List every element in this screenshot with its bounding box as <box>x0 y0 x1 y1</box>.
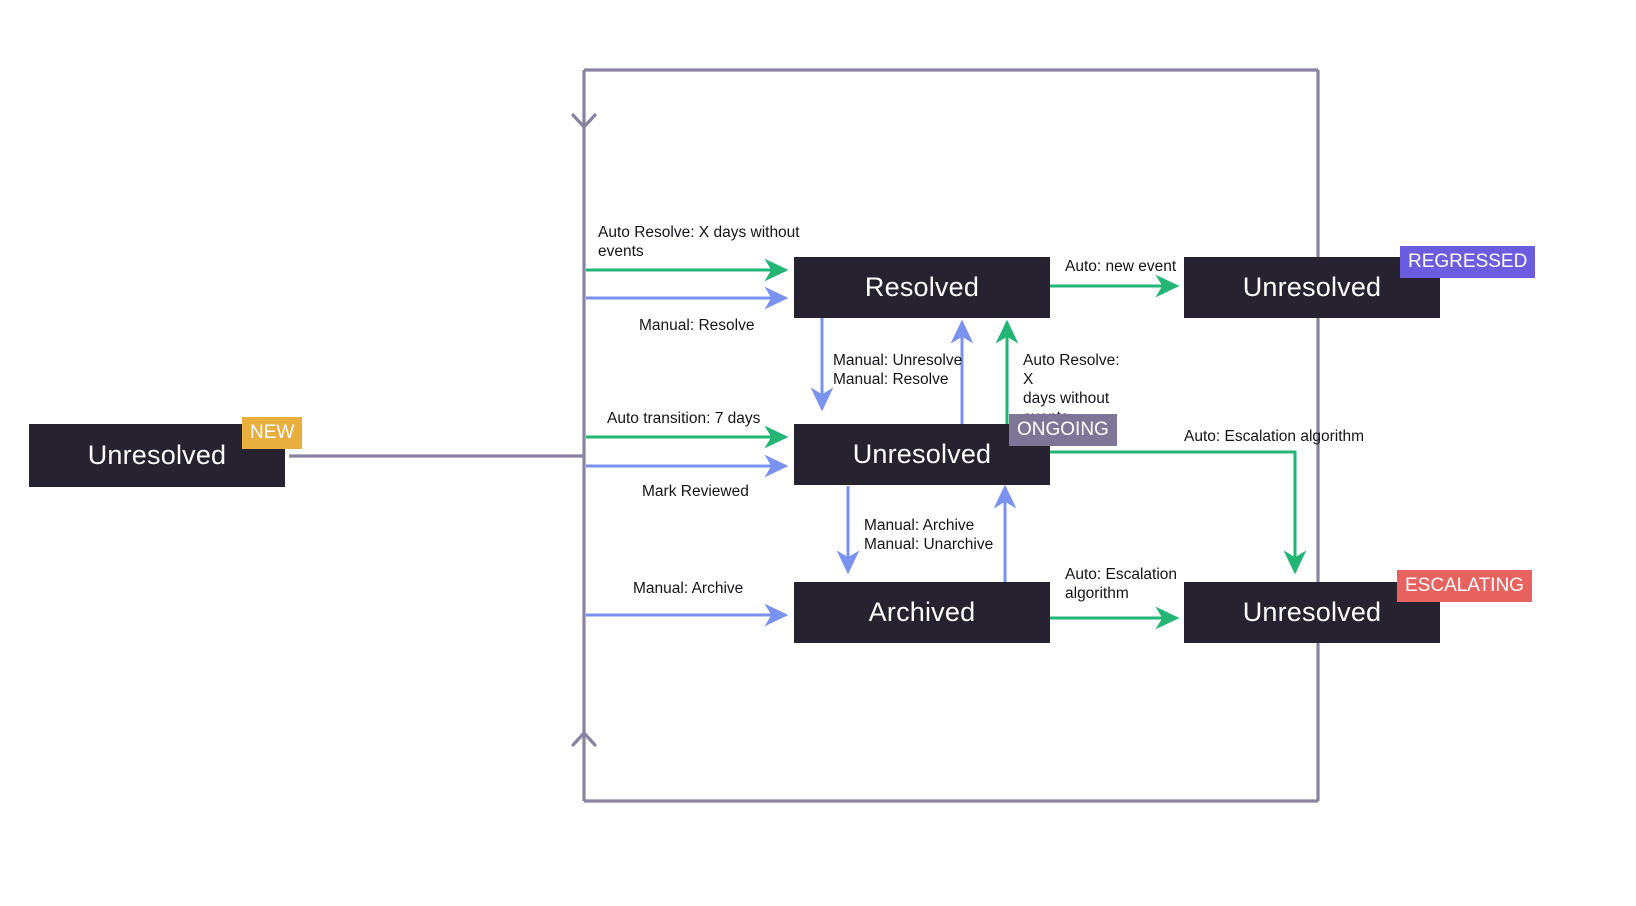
node-archived[interactable]: Archived <box>794 582 1050 643</box>
rail-arrowheads <box>571 113 597 747</box>
node-label: Unresolved <box>852 439 992 469</box>
edge-label-manual-archive: Manual: Archive <box>633 580 744 597</box>
node-regressed-unresolved[interactable]: Unresolved <box>1184 257 1440 318</box>
node-resolved[interactable]: Resolved <box>794 257 1050 318</box>
status-badge-escalating: ESCALATING <box>1397 570 1532 602</box>
auto-transition-edges <box>586 258 1307 630</box>
node-label: Unresolved <box>1242 272 1382 302</box>
node-label: Unresolved <box>87 440 227 470</box>
edge-label-auto-transition-7-days: Auto transition: 7 days <box>607 410 761 427</box>
status-badge-new: NEW <box>242 417 303 449</box>
edge-label-auto-resolve-x-days: Auto Resolve: X days without events <box>598 224 800 260</box>
edge-label-auto-escalation-top: Auto: Escalation algorithm <box>1184 428 1365 445</box>
node-label: Archived <box>868 597 976 627</box>
status-badge-regressed: REGRESSED <box>1400 246 1536 278</box>
edge-label-auto-escalation-bottom: Auto: Escalation algorithm <box>1065 566 1178 602</box>
edge-label-auto-new-event: Auto: new event <box>1065 258 1177 275</box>
edge-label-manual-archive-unarchive: Manual: Archive Manual: Unarchive <box>864 517 994 553</box>
node-label: Resolved <box>864 272 980 302</box>
status-badge-ongoing: ONGOING <box>1009 414 1117 446</box>
edge-label-manual-unresolve-resolve: Manual: Unresolve Manual: Resolve <box>833 352 963 388</box>
node-ongoing-unresolved[interactable]: Unresolved <box>794 424 1050 485</box>
node-new-unresolved[interactable]: Unresolved <box>29 424 285 487</box>
routing-rails <box>289 68 1320 803</box>
node-label: Unresolved <box>1242 597 1382 627</box>
edge-label-manual-resolve: Manual: Resolve <box>639 317 755 334</box>
edge-label-mark-reviewed: Mark Reviewed <box>642 483 749 500</box>
